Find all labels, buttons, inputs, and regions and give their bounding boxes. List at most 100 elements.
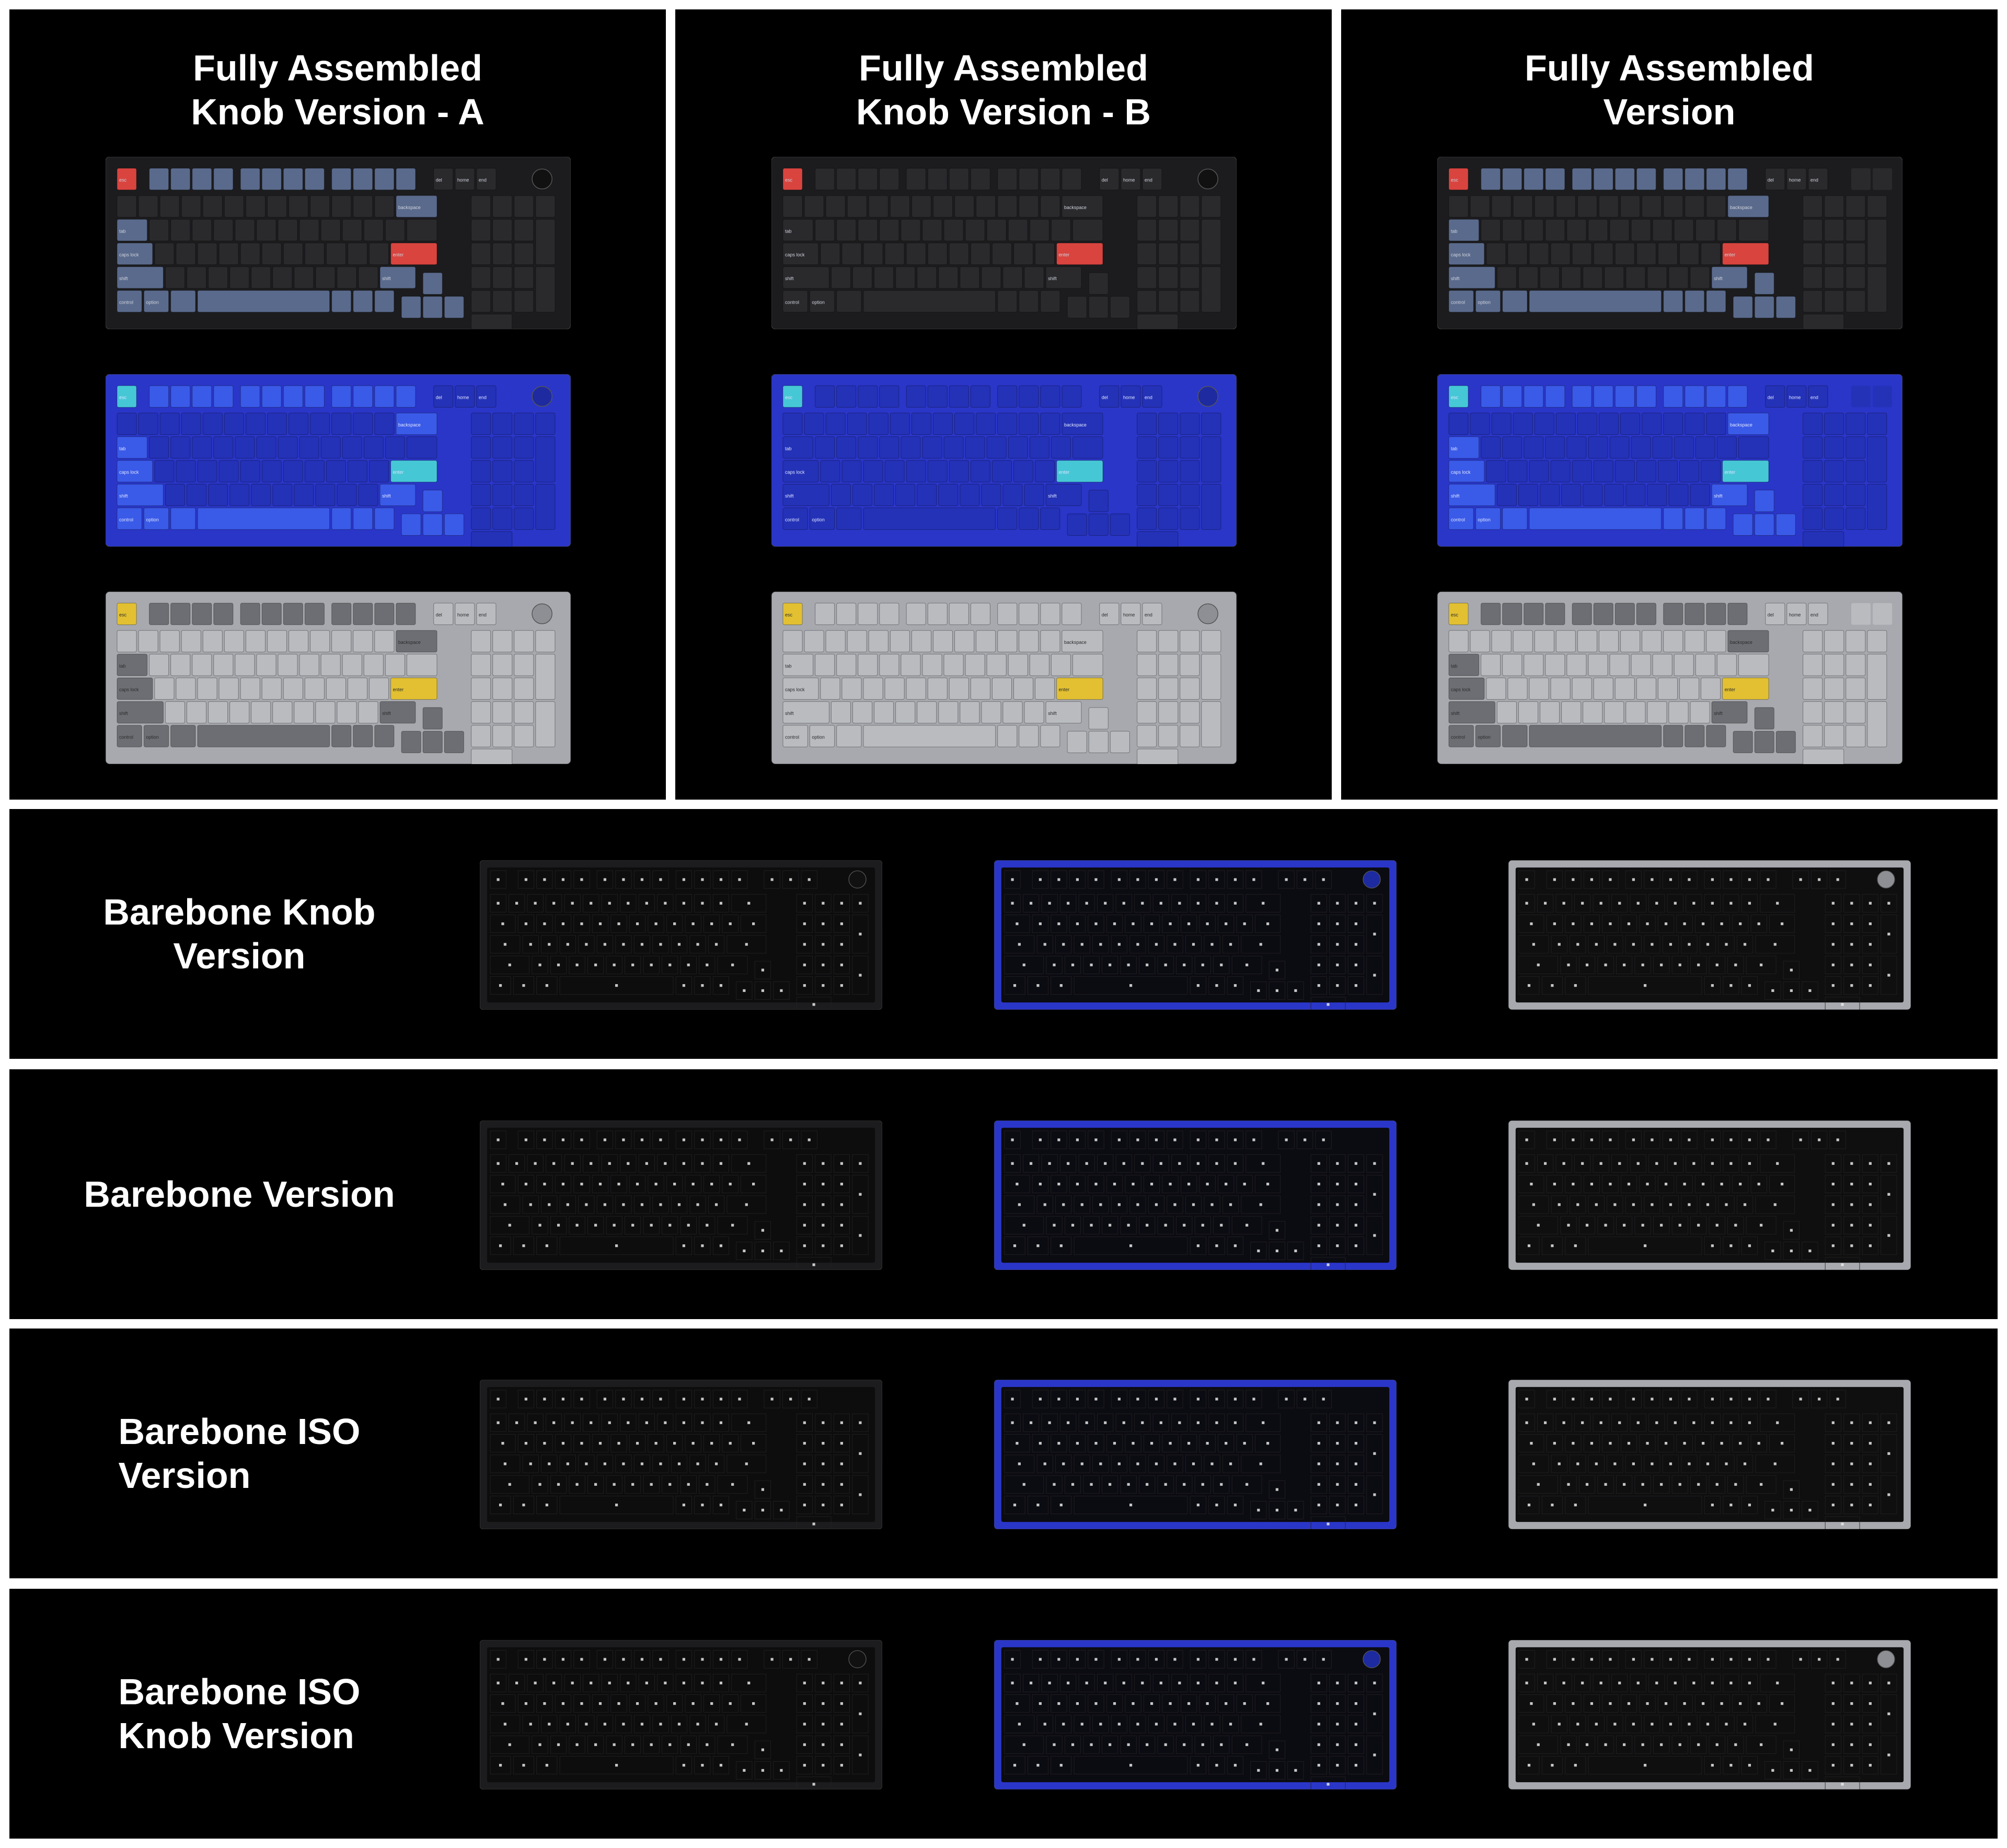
svg-text:end: end [1145, 613, 1152, 618]
svg-text:home: home [1123, 395, 1135, 400]
row-label-line1: Barebone ISO [118, 1671, 361, 1712]
svg-text:home: home [1789, 395, 1801, 400]
svg-text:home: home [1123, 613, 1135, 618]
svg-text:control: control [785, 299, 799, 305]
svg-text:enter: enter [1059, 687, 1070, 692]
svg-text:option: option [1478, 517, 1491, 522]
panel-knob-version-b: Fully Assembled Knob Version - B esc del h… [675, 9, 1332, 800]
row-label-line1: Barebone ISO [118, 1411, 361, 1452]
barebone-silver [1508, 1380, 1911, 1529]
row-label: Barebone Knob Version [51, 809, 428, 1059]
svg-text:enter: enter [1059, 252, 1070, 258]
svg-text:caps lock: caps lock [785, 687, 805, 692]
svg-text:esc: esc [785, 613, 793, 618]
svg-text:option: option [812, 734, 825, 740]
svg-text:enter: enter [393, 470, 404, 475]
svg-text:tab: tab [1451, 446, 1458, 451]
svg-text:shift: shift [1048, 493, 1057, 499]
svg-text:end: end [1810, 395, 1818, 400]
svg-text:option: option [1478, 299, 1491, 305]
panel-title-line2: Knob Version - B [856, 91, 1151, 132]
svg-text:end: end [1145, 178, 1152, 183]
row-label: Barebone ISO Version [51, 1329, 428, 1578]
svg-text:end: end [479, 613, 487, 618]
svg-text:home: home [1789, 613, 1801, 618]
svg-text:shift: shift [382, 493, 391, 499]
svg-text:home: home [457, 613, 469, 618]
barebone-blue [994, 1121, 1397, 1270]
svg-text:esc: esc [785, 178, 793, 183]
barebone-blue [994, 860, 1397, 1010]
svg-text:shift: shift [119, 711, 128, 716]
row-label-line1: Barebone Version [84, 1174, 395, 1215]
svg-text:enter: enter [1725, 252, 1736, 258]
svg-text:tab: tab [785, 228, 792, 234]
barebone-black [480, 860, 882, 1010]
row-barebone-iso: Barebone ISO Version [9, 1329, 1998, 1578]
svg-text:backspace: backspace [398, 640, 421, 645]
barebone-black [480, 1121, 882, 1270]
svg-text:control: control [119, 299, 133, 305]
svg-text:home: home [457, 395, 469, 400]
svg-text:control: control [119, 734, 133, 740]
svg-text:shift: shift [1714, 276, 1723, 281]
svg-text:option: option [146, 299, 159, 305]
svg-text:del: del [436, 178, 442, 183]
svg-text:enter: enter [1059, 470, 1070, 475]
panel-title-line1: Fully Assembled [1525, 48, 1814, 88]
svg-text:backspace: backspace [1064, 640, 1087, 645]
svg-text:option: option [146, 734, 159, 740]
svg-text:option: option [812, 299, 825, 305]
svg-text:backspace: backspace [1730, 422, 1752, 428]
svg-text:backspace: backspace [1064, 422, 1087, 428]
barebone-blue [994, 1380, 1397, 1529]
svg-text:esc: esc [1451, 178, 1459, 183]
barebone-silver [1508, 1121, 1911, 1270]
svg-text:tab: tab [119, 228, 126, 234]
svg-text:tab: tab [119, 446, 126, 451]
barebone-black [480, 1380, 882, 1529]
svg-text:option: option [812, 517, 825, 522]
svg-text:shift: shift [1714, 711, 1723, 716]
row-label-line2: Version [118, 1455, 251, 1496]
row-barebone: Barebone Version [9, 1069, 1998, 1319]
svg-text:caps lock: caps lock [1451, 470, 1471, 475]
svg-text:end: end [1145, 395, 1152, 400]
panel-title-line2: Version [1603, 91, 1736, 132]
svg-text:end: end [479, 395, 487, 400]
svg-text:del: del [436, 613, 442, 618]
svg-text:backspace: backspace [1730, 640, 1752, 645]
svg-text:control: control [785, 517, 799, 522]
row-label-line2: Knob Version [118, 1715, 354, 1756]
svg-text:shift: shift [382, 276, 391, 281]
svg-text:control: control [1451, 517, 1465, 522]
svg-text:caps lock: caps lock [119, 252, 139, 258]
svg-text:esc: esc [119, 613, 127, 618]
svg-text:control: control [1451, 299, 1465, 305]
svg-text:end: end [1810, 178, 1818, 183]
svg-text:esc: esc [1451, 613, 1459, 618]
row-label: Barebone ISO Knob Version [51, 1589, 428, 1839]
svg-text:tab: tab [1451, 663, 1458, 668]
panel-title: Fully Assembled Knob Version - A [9, 46, 666, 134]
svg-text:control: control [1451, 734, 1465, 740]
svg-text:esc: esc [1451, 395, 1459, 400]
svg-text:esc: esc [119, 178, 127, 183]
svg-text:home: home [1789, 178, 1801, 183]
barebone-silver [1508, 1640, 1911, 1789]
svg-text:caps lock: caps lock [119, 687, 139, 692]
svg-text:caps lock: caps lock [119, 470, 139, 475]
panel-knob-version-a: Fully Assembled Knob Version - A esc del h… [9, 9, 666, 800]
svg-text:del: del [1102, 178, 1108, 183]
svg-text:caps lock: caps lock [785, 470, 805, 475]
svg-text:tab: tab [1451, 228, 1458, 234]
panel-title: Fully Assembled Knob Version - B [675, 46, 1332, 134]
